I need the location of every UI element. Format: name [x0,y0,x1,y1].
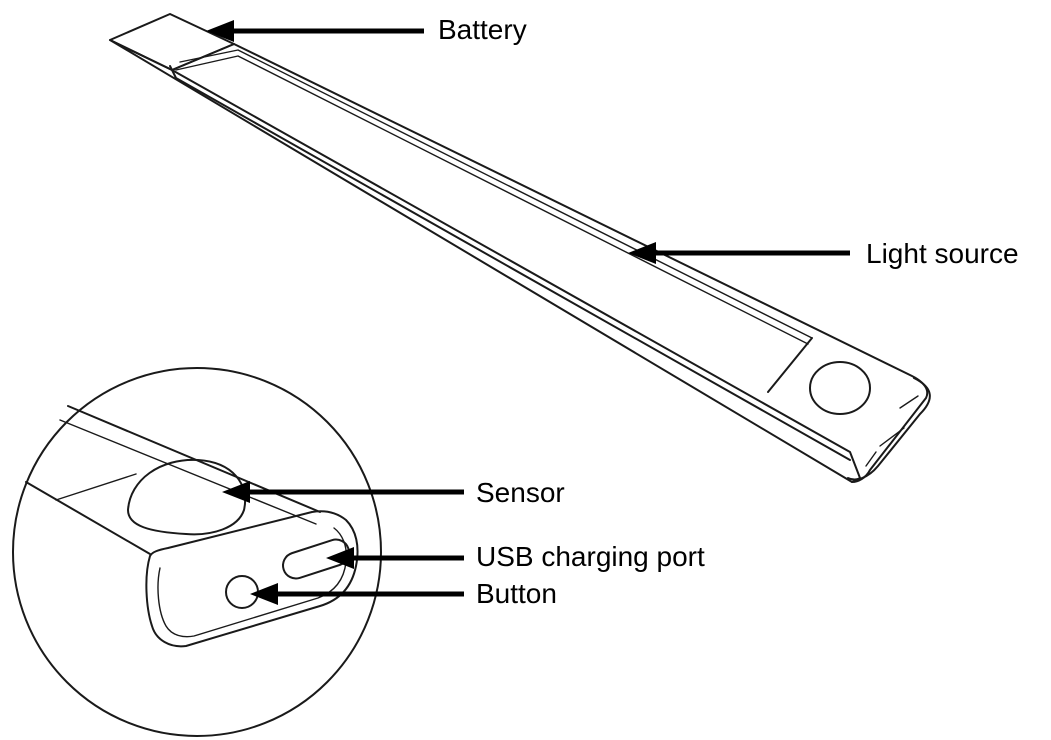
bar-sensor-dome [809,361,871,415]
sensor-label: Sensor [476,477,565,508]
battery-label: Battery [438,14,527,45]
sensor-dome [127,458,247,536]
power-button [225,575,259,609]
zoom-circle [12,367,382,737]
light-source-strip [179,49,813,339]
end-face [145,510,359,648]
usb-port-label: USB charging port [476,541,705,572]
light-source-label: Light source [866,238,1019,269]
usb-port [282,538,350,580]
zoom-detail [12,367,382,737]
arrows [206,20,850,605]
bar-top-face [109,39,861,483]
button-label: Button [476,578,557,609]
light-bar [109,13,931,483]
